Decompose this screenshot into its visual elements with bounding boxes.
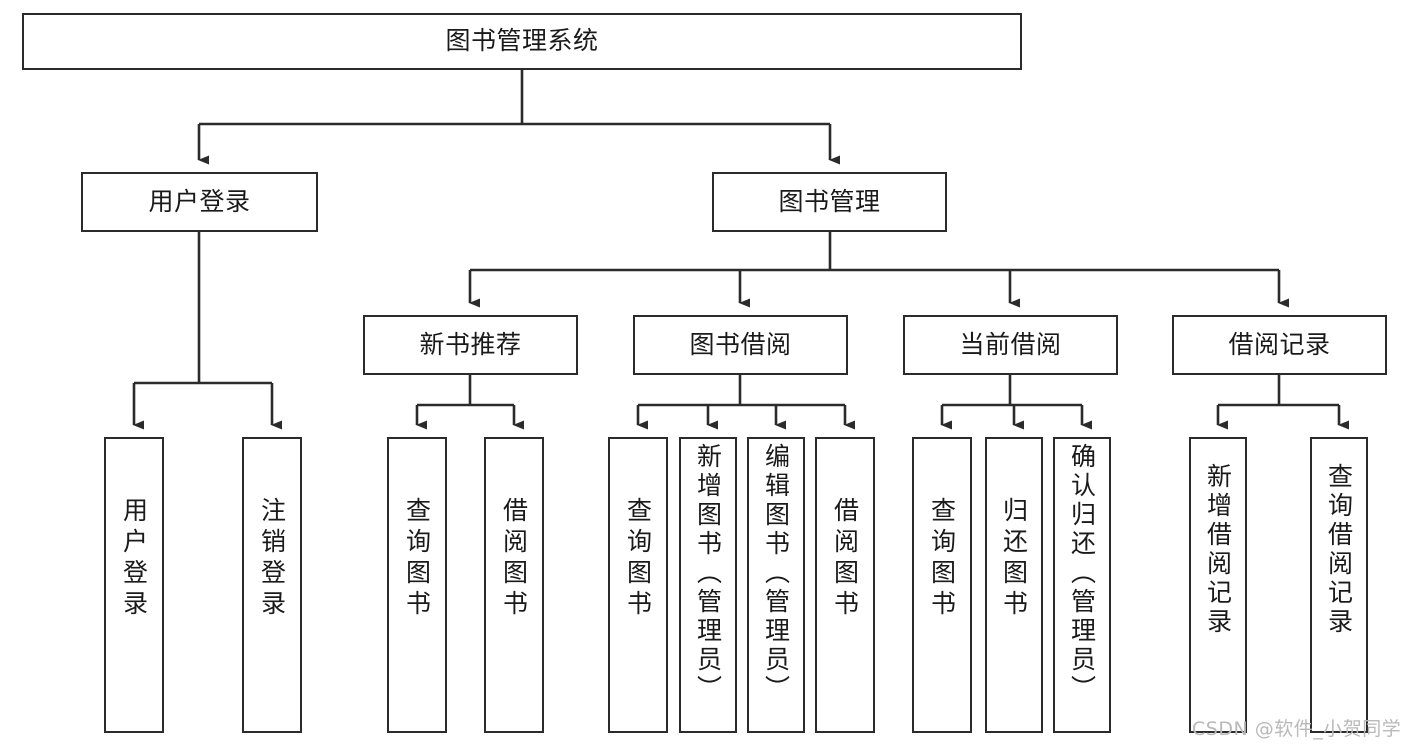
node-user-login[interactable]: 用户登录 [81,172,318,232]
node-leaf-confirm-return-label: 确认归还（管理员） [1067,443,1097,704]
node-leaf-return-book[interactable]: 归还图书 [985,437,1043,733]
csdn-watermark-text: CSDN @软件_小贺同学 [1192,718,1402,740]
node-leaf-user-login-label: 用户登录 [119,497,149,621]
node-leaf-query-book-current[interactable]: 查询图书 [912,437,972,733]
node-leaf-user-logout[interactable]: 注销登录 [242,437,302,733]
node-leaf-borrow-book[interactable]: 借阅图书 [815,437,875,733]
node-leaf-query-borrow-record-label: 查询借阅记录 [1324,463,1354,637]
node-leaf-add-borrow-record[interactable]: 新增借阅记录 [1189,437,1247,733]
node-borrow-record[interactable]: 借阅记录 [1172,315,1387,375]
node-leaf-query-book-rec-label: 查询图书 [402,497,432,621]
node-book-borrow-label: 图书借阅 [689,329,792,359]
node-leaf-edit-book-label: 编辑图书（管理员） [761,443,791,704]
node-leaf-confirm-return[interactable]: 确认归还（管理员） [1053,437,1111,733]
node-root[interactable]: 图书管理系统 [22,13,1022,70]
node-leaf-return-book-label: 归还图书 [999,497,1029,621]
node-leaf-add-borrow-record-label: 新增借阅记录 [1203,463,1233,637]
node-leaf-borrow-book-label: 借阅图书 [830,497,860,621]
node-leaf-query-book-borrow-label: 查询图书 [623,497,653,621]
node-leaf-query-book-current-label: 查询图书 [927,497,957,621]
node-borrow-record-label: 借阅记录 [1228,329,1331,359]
node-leaf-query-book-borrow[interactable]: 查询图书 [608,437,668,733]
node-leaf-user-logout-label: 注销登录 [257,497,287,621]
node-leaf-borrow-book-rec[interactable]: 借阅图书 [484,437,544,733]
node-current-borrow[interactable]: 当前借阅 [903,315,1118,375]
node-leaf-borrow-book-rec-label: 借阅图书 [499,497,529,621]
node-leaf-add-book-label: 新增图书（管理员） [693,443,723,704]
node-user-login-label: 用户登录 [148,186,251,216]
node-leaf-add-book[interactable]: 新增图书（管理员） [679,437,737,733]
node-leaf-query-borrow-record[interactable]: 查询借阅记录 [1310,437,1368,733]
node-new-book-rec[interactable]: 新书推荐 [363,315,578,375]
node-leaf-user-login[interactable]: 用户登录 [104,437,164,733]
node-leaf-query-book-rec[interactable]: 查询图书 [387,437,447,733]
node-book-manage[interactable]: 图书管理 [712,172,947,232]
csdn-watermark: CSDN @软件_小贺同学 [1192,714,1401,741]
node-current-borrow-label: 当前借阅 [959,329,1062,359]
node-new-book-rec-label: 新书推荐 [419,329,522,359]
node-book-manage-label: 图书管理 [778,186,881,216]
node-book-borrow[interactable]: 图书借阅 [633,315,848,375]
node-root-label: 图书管理系统 [445,26,599,56]
node-leaf-edit-book[interactable]: 编辑图书（管理员） [747,437,805,733]
